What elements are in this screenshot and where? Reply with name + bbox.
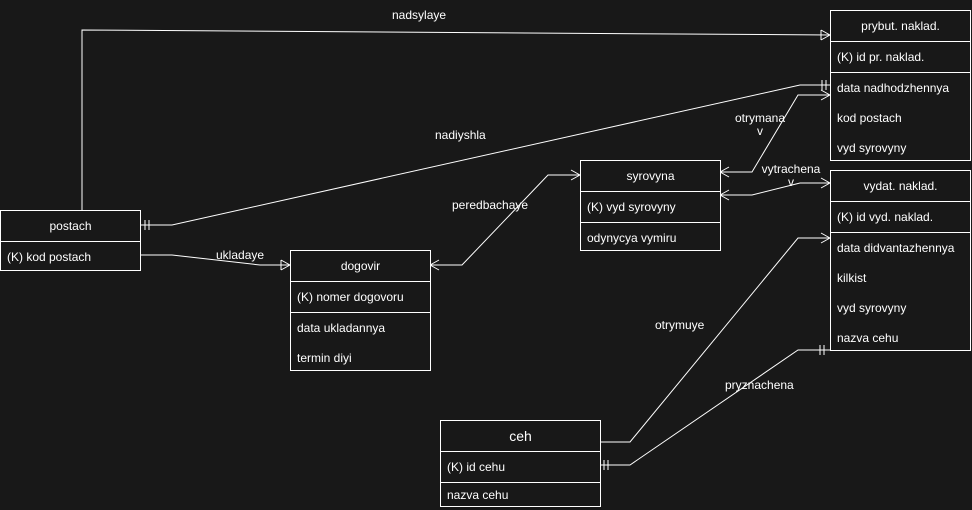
- entity-syrovyna[interactable]: syrovyna (K) vyd syrovyny odynycya vymir…: [580, 160, 721, 251]
- entity-prybut-title: prybut. naklad.: [831, 11, 970, 42]
- entity-vydat-attr: data didvantazhennya: [837, 241, 955, 255]
- entity-postach-title: postach: [1, 211, 140, 242]
- entity-dogovir-attr: data ukladannya: [297, 321, 386, 335]
- one-mark-pryznachena-vydat: [819, 345, 825, 355]
- entity-dogovir-attr: termin diyi: [297, 351, 352, 365]
- one-mark-nadiyshla-prybut: [821, 80, 827, 90]
- entity-postach[interactable]: postach (K) kod postach: [0, 210, 141, 271]
- line-ukladaye: [140, 254, 290, 266]
- entity-vydat-attr: nazva cehu: [837, 331, 899, 345]
- line-nadsylaye: [81, 29, 831, 210]
- label-vytrachena: vytrachena v: [760, 163, 822, 189]
- entity-prybut-attr: data nadhodzhennya: [837, 81, 950, 95]
- entity-syrovyna-title: syrovyna: [581, 161, 720, 192]
- label-pryznachena: pryznachena: [725, 378, 794, 392]
- entity-prybut-key: (K) id pr. naklad.: [831, 42, 970, 73]
- crowfoot-otrymana-syrovyna: [719, 166, 730, 178]
- label-nadiyshla: nadiyshla: [435, 128, 486, 142]
- crowfoot-otrymuye: [820, 232, 831, 244]
- entity-prybut-naklad[interactable]: prybut. naklad. (K) id pr. naklad. data …: [830, 10, 971, 161]
- crowfoot-vytrachena-syrovyna: [719, 189, 730, 201]
- entity-dogovir-key: (K) nomer dogovoru: [291, 282, 430, 313]
- label-peredbachaye: peredbachaye: [452, 198, 529, 212]
- entity-dogovir[interactable]: dogovir (K) nomer dogovoru data ukladann…: [290, 250, 431, 371]
- entity-postach-key: (K) kod postach: [7, 250, 92, 264]
- entity-ceh-attr: nazva cehu: [447, 488, 509, 502]
- label-otrymuye: otrymuye: [655, 318, 705, 332]
- crowfoot-peredbachaye-syrovyna: [570, 169, 581, 181]
- entity-vydat-naklad[interactable]: vydat. naklad. (K) id vyd. naklad. data …: [830, 170, 971, 351]
- entity-syrovyna-key: (K) vyd syrovyny: [581, 192, 720, 223]
- line-nadiyshla: [140, 84, 830, 226]
- label-nadsylaye: nadsylaye: [392, 8, 447, 22]
- label-vytrachena-line2: v: [788, 175, 794, 189]
- crowfoot-peredbachaye-dogovir: [429, 259, 440, 271]
- entity-ceh[interactable]: ceh (K) id cehu nazva cehu: [440, 420, 601, 507]
- crowfoot-ukladaye: [280, 259, 291, 271]
- entity-prybut-attr: kod postach: [837, 111, 902, 125]
- crowfoot-vytrachena-vydat: [820, 177, 831, 189]
- entity-ceh-title: ceh: [441, 421, 600, 452]
- label-ukladaye: ukladaye: [216, 248, 265, 262]
- one-mark-nadiyshla-postach: [144, 220, 150, 230]
- crowfoot-nadsylaye: [820, 29, 831, 41]
- entity-vydat-title: vydat. naklad.: [831, 171, 970, 202]
- label-vytrachena-line1: vytrachena: [761, 162, 821, 176]
- line-otrymuye: [600, 237, 830, 443]
- line-pryznachena: [600, 349, 830, 466]
- entity-syrovyna-attr: odynycya vymiru: [587, 231, 677, 245]
- crowfoot-otrymana-prybut: [820, 89, 831, 101]
- label-otrymana-line1: otrymana: [735, 111, 786, 125]
- entity-dogovir-title: dogovir: [291, 251, 430, 282]
- line-vytrachena: [720, 182, 830, 196]
- entity-prybut-attr: vyd syrovyny: [837, 141, 907, 155]
- line-peredbachaye: [430, 174, 580, 266]
- entity-ceh-key: (K) id cehu: [441, 452, 600, 483]
- line-otrymana: [720, 94, 830, 173]
- entity-vydat-key: (K) id vyd. naklad.: [831, 202, 970, 233]
- label-otrymana: otrymana v: [735, 112, 785, 138]
- label-otrymana-line2: v: [757, 124, 763, 138]
- one-mark-pryznachena-ceh: [603, 460, 609, 470]
- entity-vydat-attr: kilkist: [837, 271, 867, 285]
- entity-vydat-attr: vyd syrovyny: [837, 301, 907, 315]
